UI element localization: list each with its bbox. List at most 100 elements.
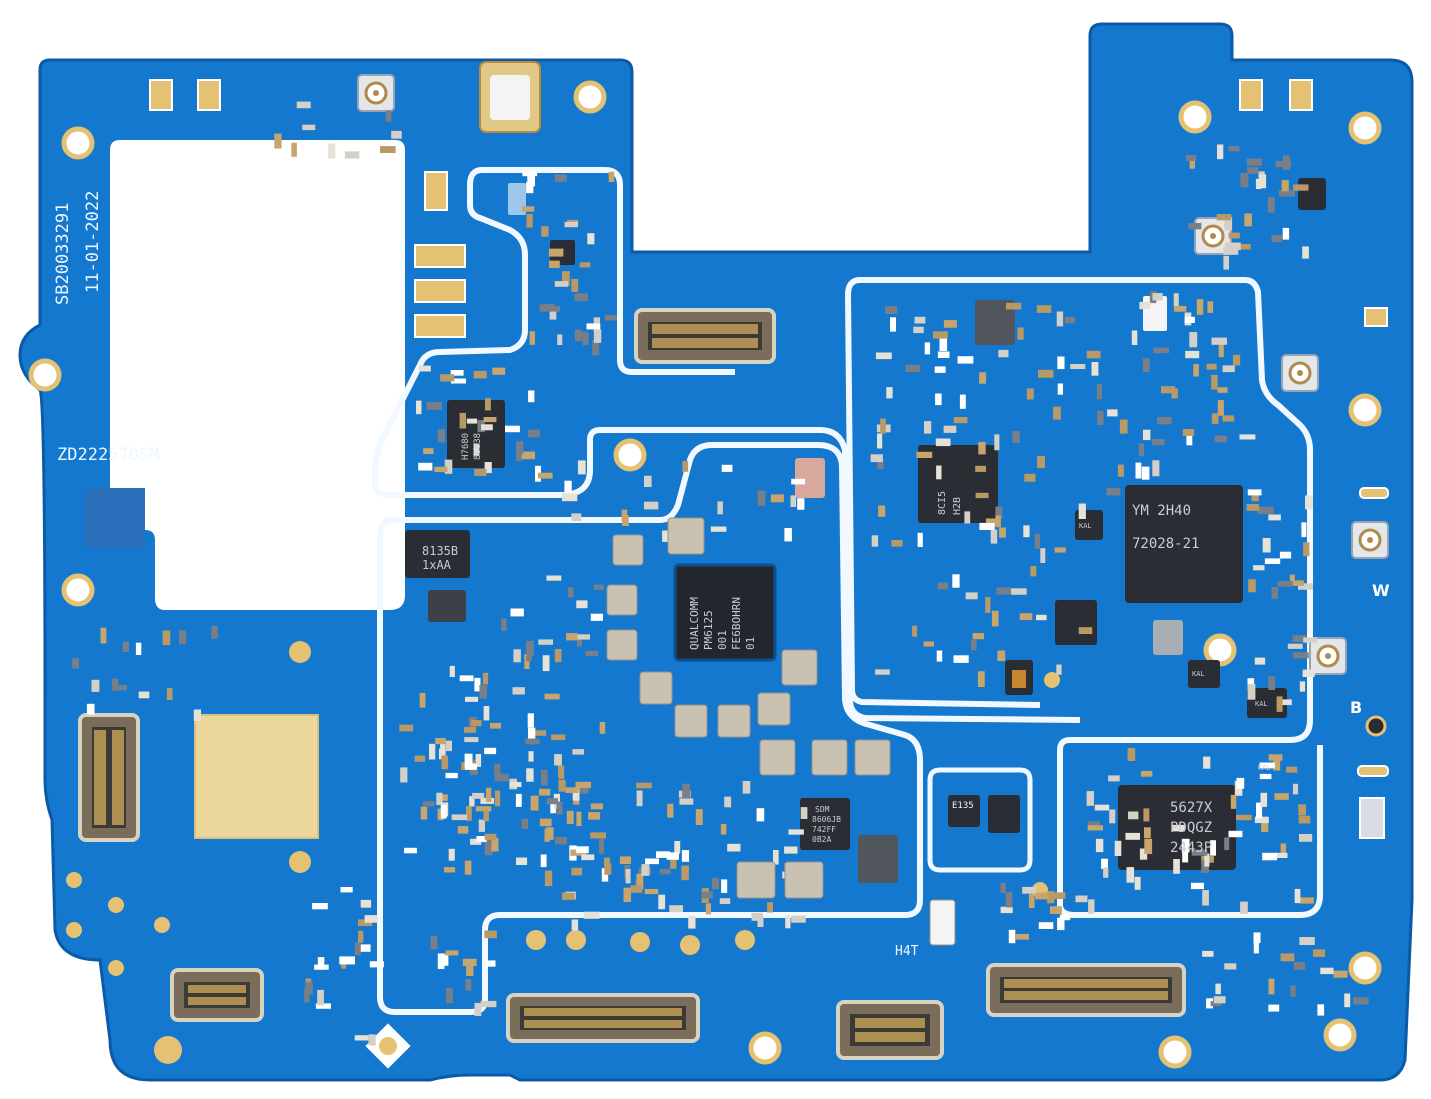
kal-text-4: KAL: [1258, 764, 1271, 772]
kal-text-1: KAL: [1079, 522, 1092, 530]
passive-component: [957, 356, 974, 364]
passive-component: [1117, 464, 1124, 477]
passive-component: [1267, 197, 1275, 213]
passive-component: [399, 724, 414, 732]
passive-component: [1057, 383, 1063, 395]
passive-component: [1049, 906, 1062, 914]
passive-component: [1268, 1004, 1280, 1012]
passive-component: [574, 293, 588, 302]
passive-component: [599, 838, 605, 854]
inductors: [606, 517, 956, 946]
passive-component: [1173, 306, 1187, 312]
passive-component: [1353, 997, 1369, 1005]
passive-component: [328, 143, 336, 159]
passive-component: [314, 964, 329, 970]
passive-component: [449, 665, 455, 677]
passive-component: [1301, 522, 1307, 538]
passive-component: [576, 811, 582, 827]
passive-component: [302, 124, 316, 131]
board-id: ZD222570SM: [57, 445, 159, 465]
passive-component: [1143, 429, 1151, 441]
passive-component: [1078, 503, 1086, 519]
passive-component: [604, 314, 617, 321]
passive-component: [1038, 922, 1054, 929]
passive-component: [122, 641, 129, 652]
passive-component: [939, 335, 948, 351]
passive-component: [1140, 770, 1153, 777]
passive-component: [1171, 388, 1178, 399]
passive-component: [1228, 146, 1240, 152]
passive-component: [1087, 825, 1103, 831]
passive-component: [985, 597, 991, 613]
passive-component: [494, 790, 501, 807]
passive-component: [483, 417, 497, 423]
passive-component: [166, 688, 173, 700]
antenna-w-label: W: [1372, 581, 1390, 600]
passive-component: [875, 669, 890, 675]
passive-component: [937, 351, 950, 358]
passive-component: [1095, 838, 1104, 853]
passive-component: [1303, 542, 1310, 557]
passive-component: [473, 443, 480, 456]
passive-component: [530, 795, 539, 811]
passive-component: [471, 720, 482, 727]
passive-component: [1128, 811, 1139, 820]
passive-component: [1259, 773, 1272, 780]
passive-component: [400, 767, 408, 783]
passive-component: [721, 879, 728, 893]
passive-component: [1040, 548, 1046, 563]
passive-component: [526, 768, 534, 782]
passive-component: [558, 765, 565, 779]
passive-component: [1228, 232, 1240, 239]
passive-component: [526, 214, 533, 228]
passive-component: [546, 827, 554, 840]
passive-component: [913, 326, 924, 334]
passive-component: [1047, 891, 1055, 904]
passive-component: [1015, 934, 1029, 940]
passive-component: [667, 803, 674, 818]
passive-component: [572, 749, 585, 755]
passive-component: [1275, 161, 1291, 168]
passive-component: [1313, 949, 1326, 957]
passive-component: [1193, 364, 1199, 377]
passive-component: [1271, 587, 1278, 599]
passive-component: [905, 364, 921, 373]
passive-component: [1246, 158, 1262, 166]
passive-component: [445, 740, 452, 752]
passive-component: [937, 582, 949, 590]
passive-component: [480, 1000, 497, 1008]
passive-component: [437, 808, 444, 821]
passive-component: [662, 530, 668, 542]
passive-component: [1131, 330, 1138, 345]
passive-component: [1215, 983, 1221, 995]
passive-component: [936, 650, 943, 662]
passive-component: [444, 459, 453, 474]
passive-component: [1087, 821, 1101, 827]
passive-component: [368, 1034, 376, 1046]
passive-component: [1184, 316, 1195, 323]
passive-component: [112, 678, 119, 691]
passive-component: [481, 424, 493, 431]
passive-component: [979, 372, 987, 384]
passive-component: [1127, 748, 1136, 761]
passive-component: [1302, 669, 1315, 677]
passive-component: [1096, 383, 1102, 400]
passive-component: [451, 814, 467, 821]
passive-component: [1188, 222, 1202, 230]
passive-component: [434, 466, 448, 473]
passive-component: [550, 802, 556, 814]
passive-component: [1268, 514, 1281, 521]
passive-component: [943, 425, 957, 433]
rf-chip-text-1: YM 2H40: [1132, 503, 1191, 519]
passive-component: [162, 630, 171, 646]
passive-component: [1143, 808, 1150, 822]
passive-component: [727, 843, 741, 852]
passive-component: [484, 930, 497, 939]
passive-component: [710, 526, 727, 532]
passive-component: [483, 810, 489, 822]
passive-component: [1248, 579, 1256, 593]
passive-component: [423, 448, 434, 455]
passive-component: [1097, 410, 1104, 425]
passive-component: [791, 478, 805, 485]
